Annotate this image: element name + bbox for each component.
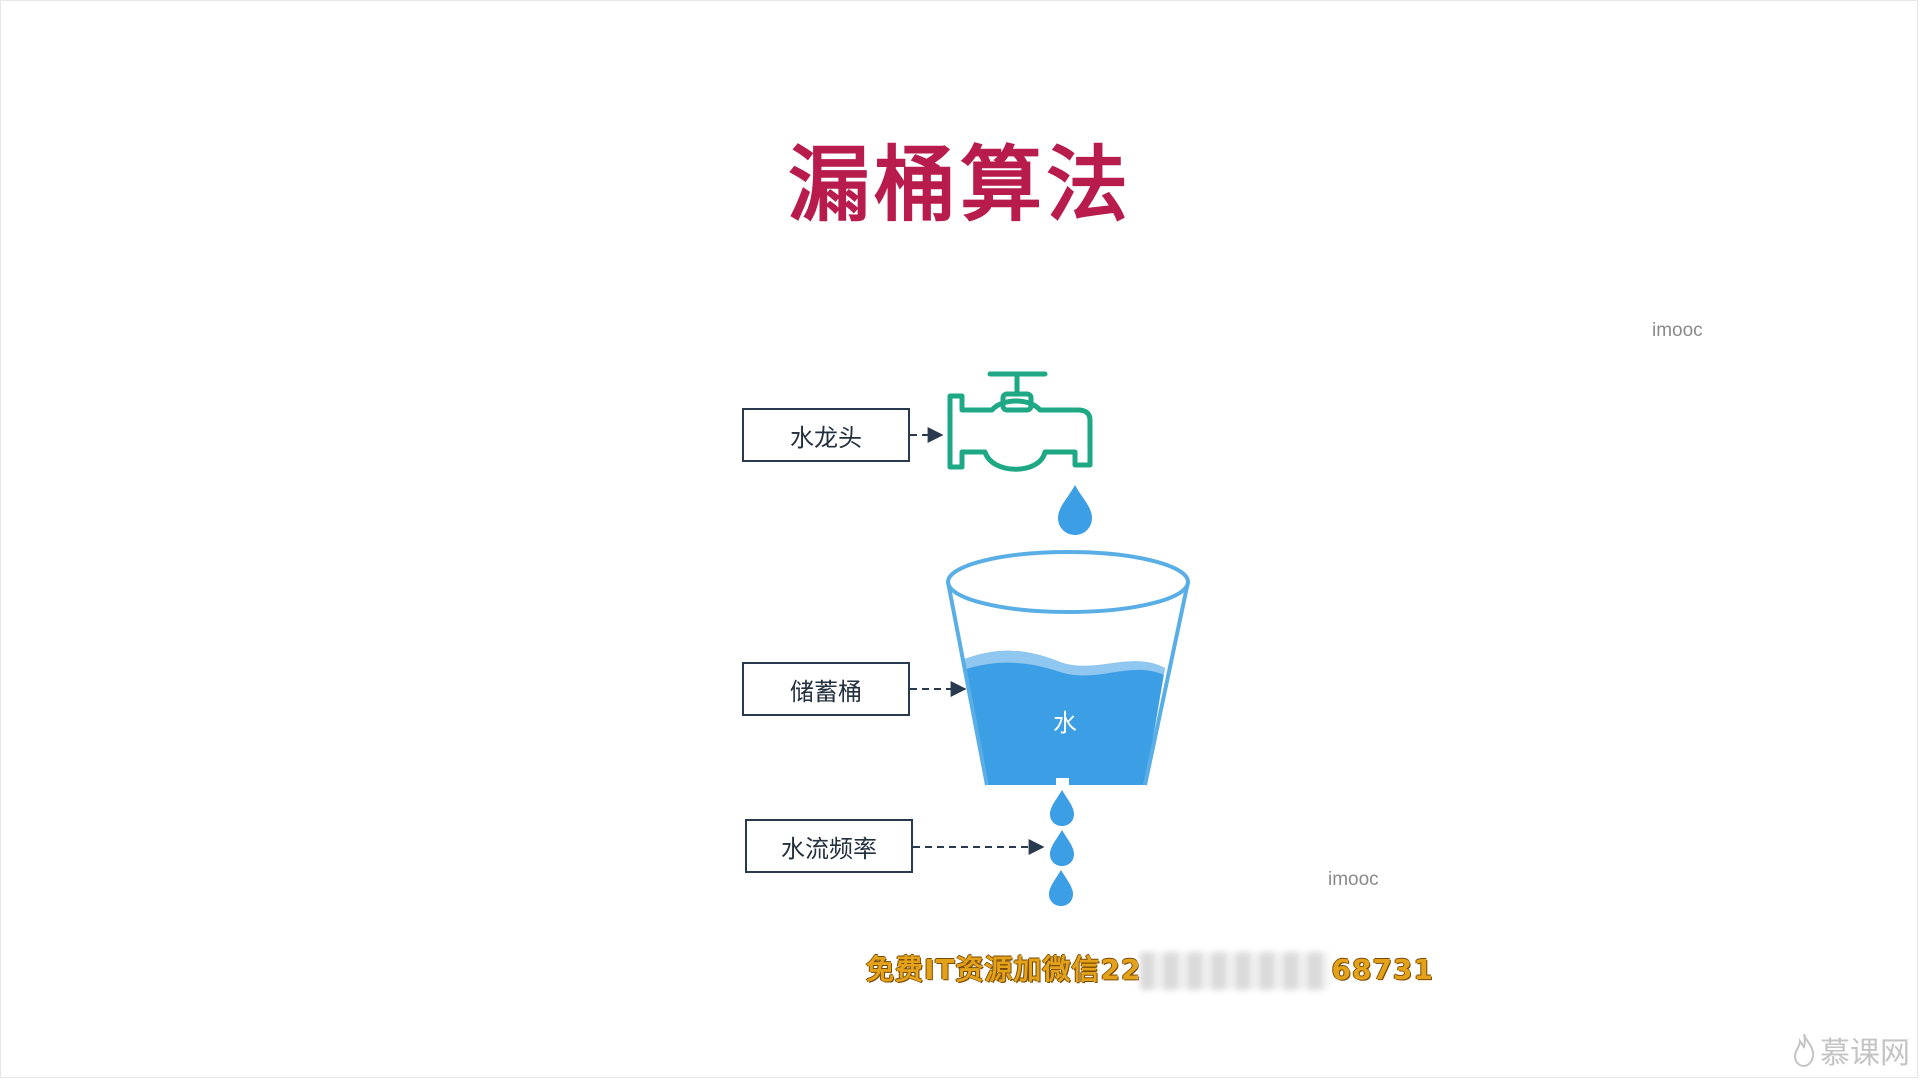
brand-logo: 慕课网 [1792, 1028, 1910, 1072]
faucet-icon [947, 371, 1093, 472]
brand-name: 慕课网 [1820, 1036, 1910, 1071]
bucket-outline [946, 550, 1190, 786]
water-label: 水 [1053, 709, 1077, 737]
flame-icon [1793, 1033, 1815, 1068]
water-drop-icon [1058, 485, 1092, 535]
blurred-region [1140, 952, 1328, 990]
label-bucket: 储蓄桶 [742, 662, 910, 716]
bucket-water [962, 650, 1165, 785]
resource-caption: 免费IT资源加微信22 68731 [866, 948, 1434, 988]
water-drop-icon [1050, 790, 1074, 826]
water-drop-icon [1050, 830, 1074, 866]
label-faucet: 水龙头 [742, 408, 910, 462]
slide-title: 漏桶算法 [787, 138, 1132, 233]
water-surface-light [962, 650, 1165, 676]
watermark-middle: imooc [1328, 869, 1379, 890]
label-flow-rate: 水流频率 [745, 819, 913, 873]
water-drop-icon [1049, 870, 1073, 906]
caption-tail: 68731 [1331, 953, 1434, 986]
caption-text: 免费IT资源加微信22 [866, 953, 1142, 986]
watermark-top: imooc [1652, 320, 1703, 341]
